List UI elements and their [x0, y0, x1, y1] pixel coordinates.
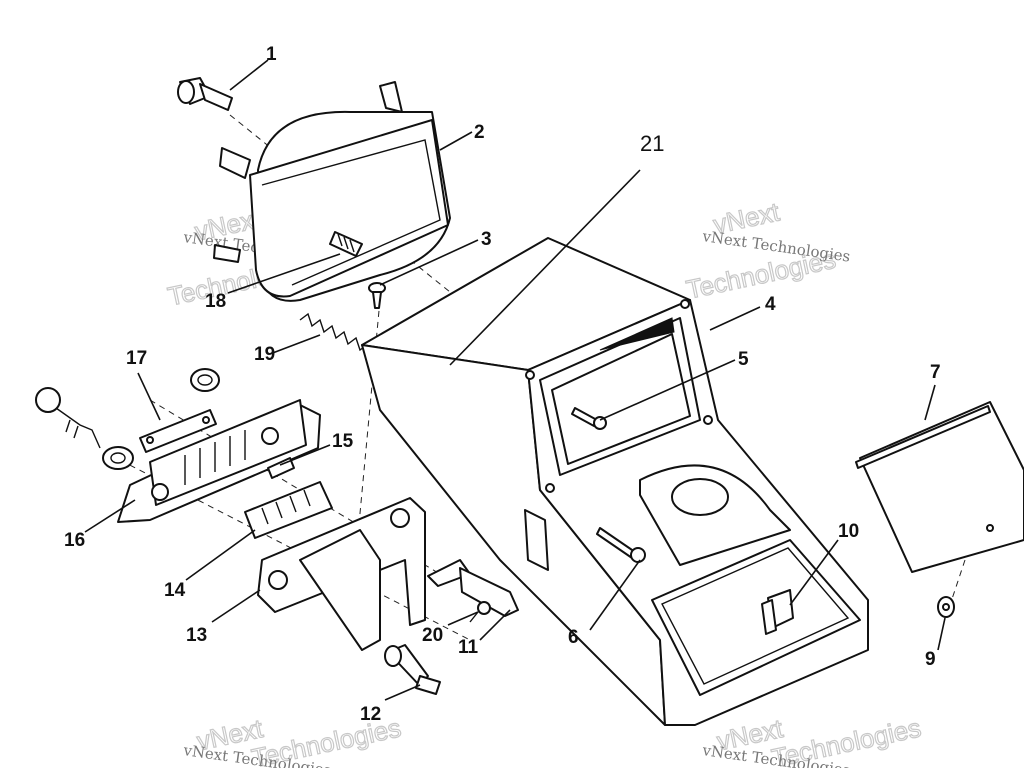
leader-lines [84, 59, 946, 701]
callout-labels: 1 2 3 4 5 6 7 9 10 11 12 13 14 15 16 17 … [64, 44, 941, 725]
wire-connector-left [35, 387, 134, 470]
callout-4: 4 [765, 294, 776, 315]
callout-2: 2 [474, 122, 485, 143]
callout-1: 1 [266, 44, 277, 65]
part-12-bulb [384, 644, 441, 695]
callout-18: 18 [205, 291, 226, 312]
part-5-screw [571, 407, 607, 430]
part-6-screw [596, 527, 646, 563]
part-9-nut [937, 596, 955, 618]
callout-14: 14 [164, 580, 186, 601]
callout-20: 20 [422, 625, 443, 646]
callout-12: 12 [360, 704, 381, 725]
part-16-fuse-bracket [117, 399, 321, 523]
callout-3: 3 [481, 229, 492, 250]
callout-13: 13 [186, 625, 207, 646]
part-15-fuse [267, 457, 295, 479]
part-3-screw [368, 282, 386, 309]
callout-15: 15 [332, 431, 354, 452]
part-14-fuse-block [244, 481, 333, 539]
callout-11: 11 [458, 637, 479, 658]
callout-16: 16 [64, 530, 85, 551]
part-1-bulb-socket [177, 77, 233, 111]
part-4-dash-console [361, 237, 869, 726]
callout-5: 5 [738, 349, 749, 370]
part-7-panel-plate [855, 401, 1024, 573]
callout-19: 19 [254, 344, 275, 365]
callout-21: 21 [640, 131, 664, 156]
part-11-switch [427, 559, 519, 617]
part-17-clip-bar [139, 409, 217, 453]
part-13-bracket [257, 497, 426, 651]
part-20-screw [469, 601, 491, 623]
callout-17: 17 [126, 348, 147, 369]
part-2-headlight-housing [213, 81, 451, 302]
part-10-switch [761, 589, 794, 635]
grommet-top [190, 368, 220, 392]
callout-6: 6 [568, 627, 579, 648]
part-18-spring [329, 231, 363, 257]
callout-7: 7 [930, 362, 941, 383]
callout-9: 9 [925, 649, 936, 670]
callout-10: 10 [838, 521, 859, 542]
part-19-spring [299, 312, 369, 352]
